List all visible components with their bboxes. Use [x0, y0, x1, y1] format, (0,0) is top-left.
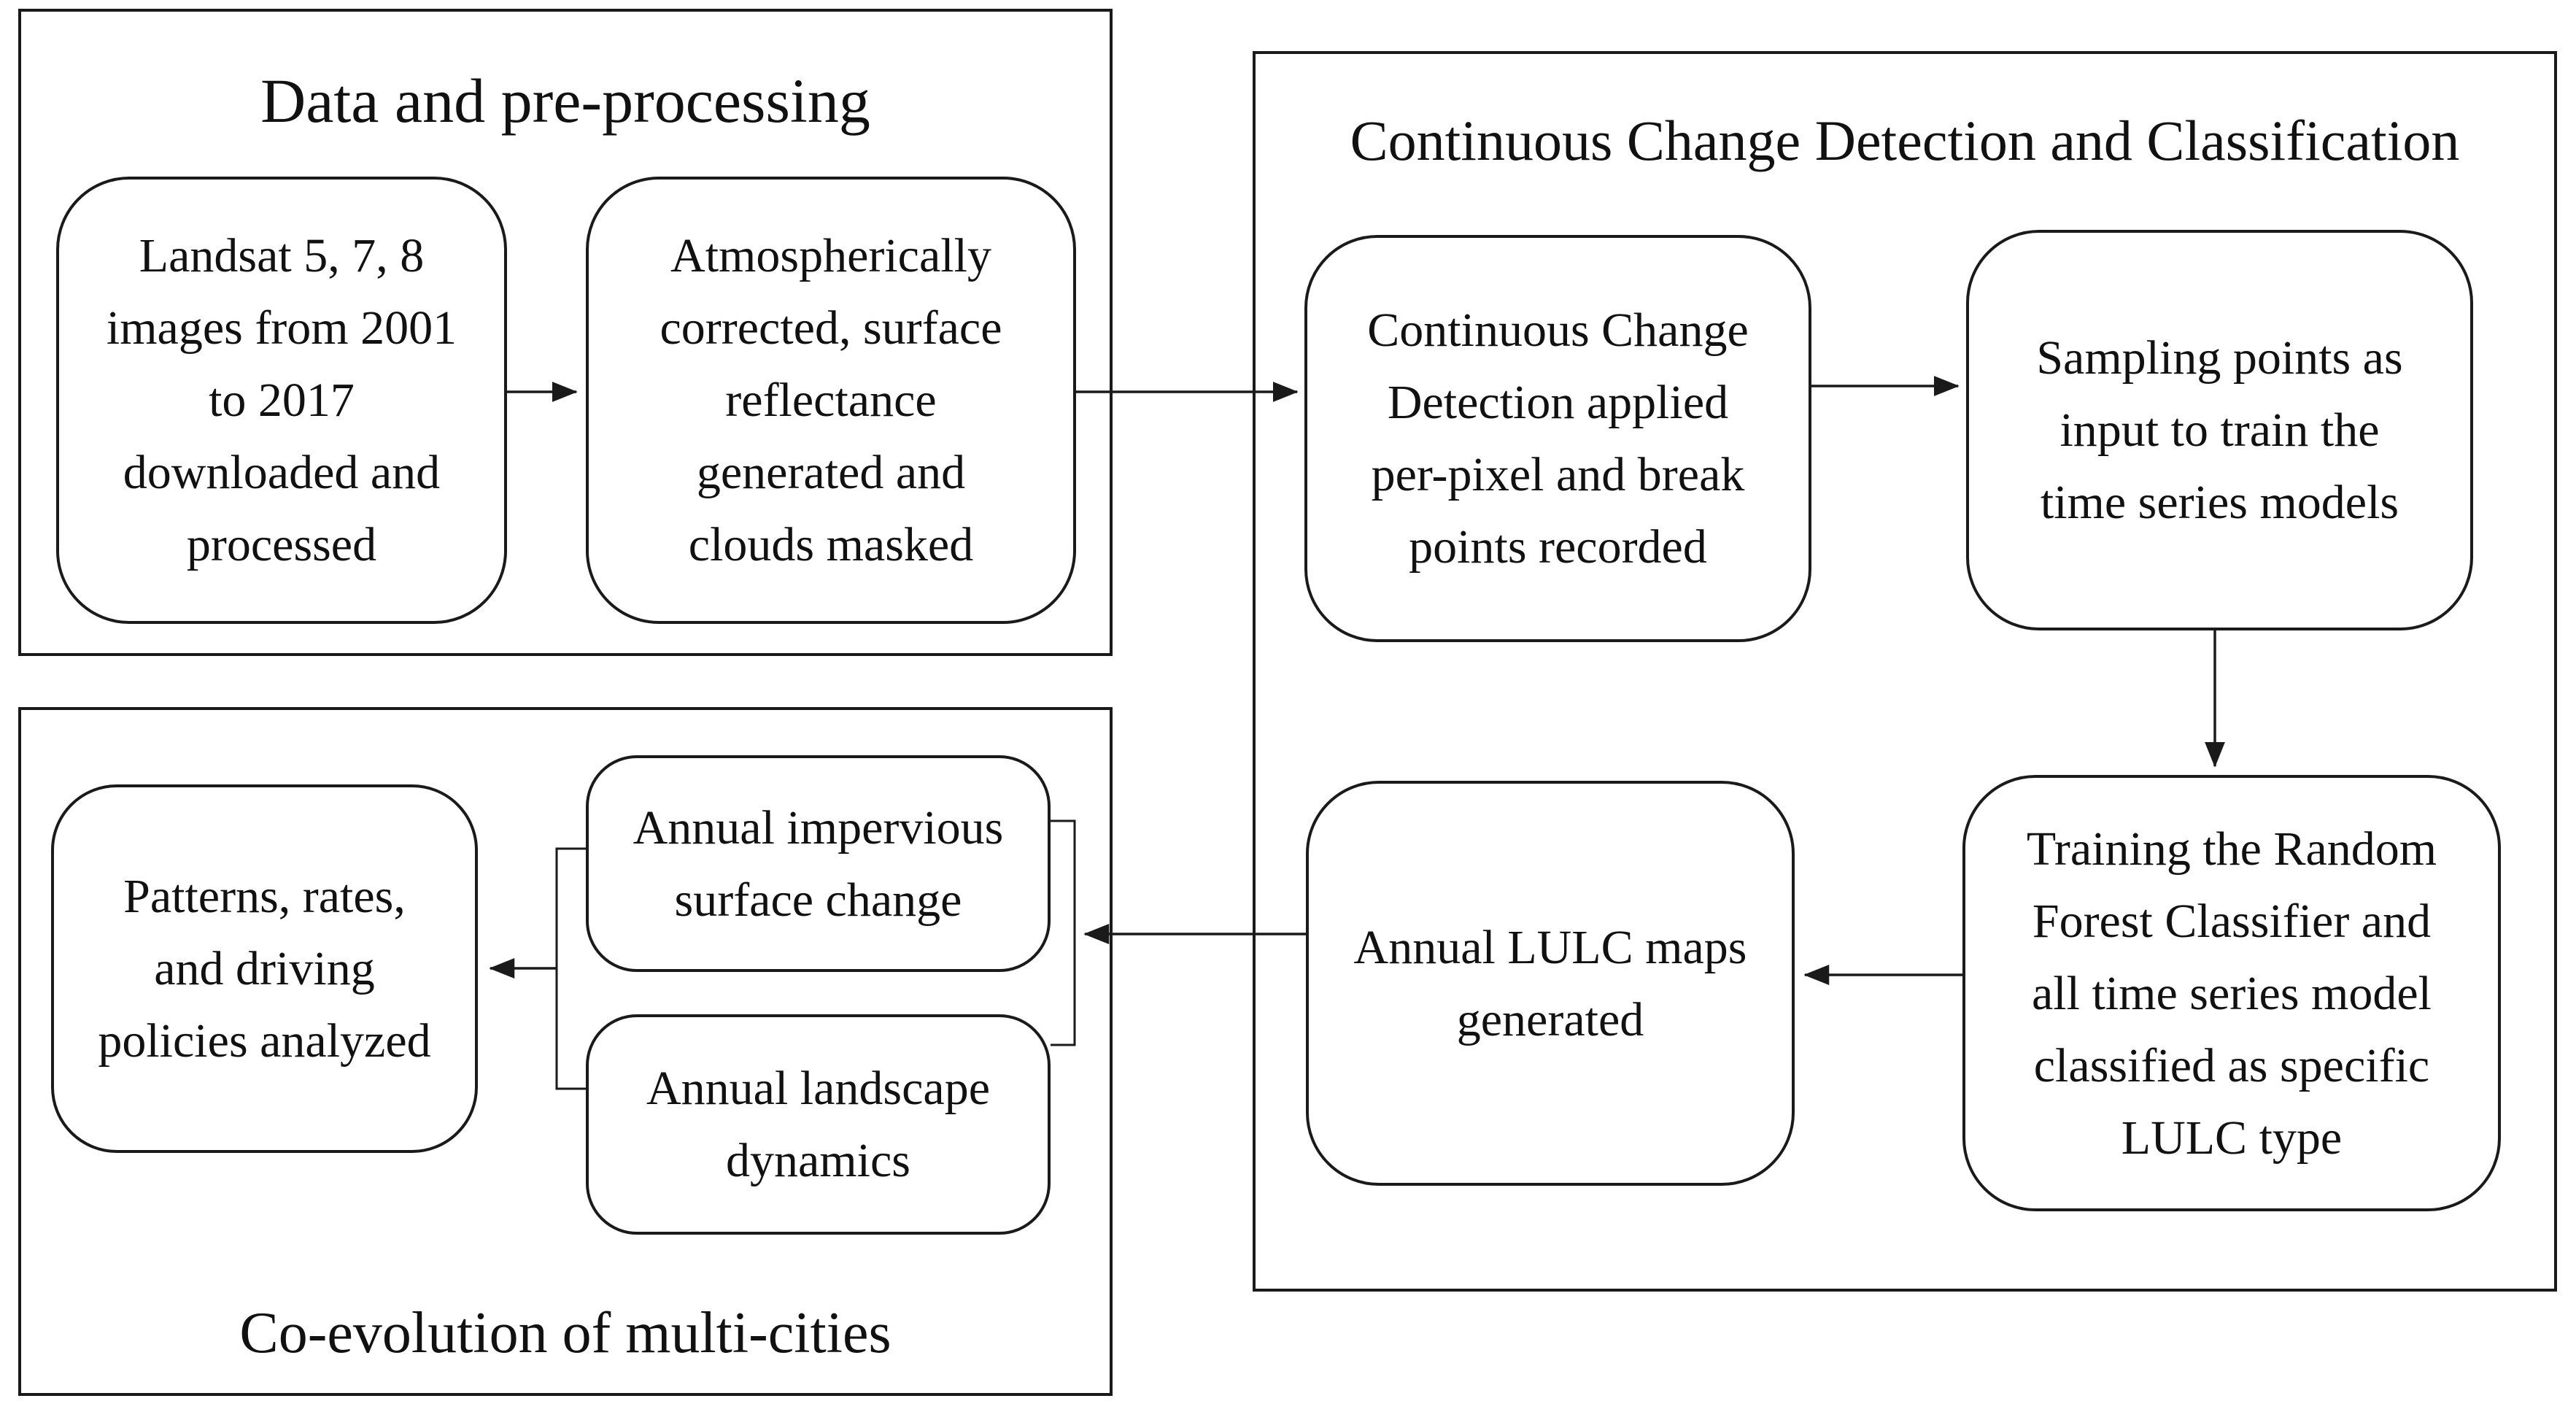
box-sampling-points-text: Sampling points as input to train the ti…: [2036, 331, 2403, 529]
section-title-data-preprocessing: Data and pre-processing: [260, 66, 870, 136]
section-data-preprocessing: [18, 9, 1113, 656]
box-continuous-change-detection-text: Continuous Change Detection applied per-…: [1367, 304, 1749, 574]
box-annual-impervious-surface: Annual impervious surface change: [586, 755, 1051, 972]
section-coevolution: [18, 707, 1113, 1396]
section-ccdc: [1253, 51, 2557, 1292]
box-atmospheric-correction-text: Atmospherically corrected, surface refle…: [660, 229, 1002, 571]
bracket-outputs-right: [1051, 819, 1076, 1046]
box-patterns-rates-policies-text: Patterns, rates, and driving policies an…: [98, 870, 431, 1068]
box-annual-landscape-dynamics: Annual landscape dynamics: [586, 1014, 1051, 1235]
box-atmospheric-correction: Atmospherically corrected, surface refle…: [586, 177, 1076, 624]
section-title-ccdc: Continuous Change Detection and Classifi…: [1350, 109, 2460, 172]
box-sampling-points: Sampling points as input to train the ti…: [1966, 230, 2473, 630]
box-annual-lulc-maps-text: Annual LULC maps generated: [1353, 920, 1747, 1046]
box-annual-impervious-surface-text: Annual impervious surface change: [633, 800, 1004, 927]
box-training-random-forest-text: Training the Random Forest Classifier an…: [2026, 822, 2437, 1165]
box-continuous-change-detection: Continuous Change Detection applied per-…: [1304, 235, 1811, 642]
box-training-random-forest: Training the Random Forest Classifier an…: [1962, 775, 2501, 1211]
box-annual-landscape-dynamics-text: Annual landscape dynamics: [646, 1062, 990, 1187]
section-title-coevolution: Co-evolution of multi-cities: [239, 1301, 891, 1365]
box-annual-lulc-maps: Annual LULC maps generated: [1306, 781, 1795, 1186]
box-landsat-images-text: Landsat 5, 7, 8 images from 2001 to 2017…: [106, 229, 457, 571]
box-landsat-images: Landsat 5, 7, 8 images from 2001 to 2017…: [56, 177, 507, 624]
box-patterns-rates-policies: Patterns, rates, and driving policies an…: [51, 784, 478, 1153]
